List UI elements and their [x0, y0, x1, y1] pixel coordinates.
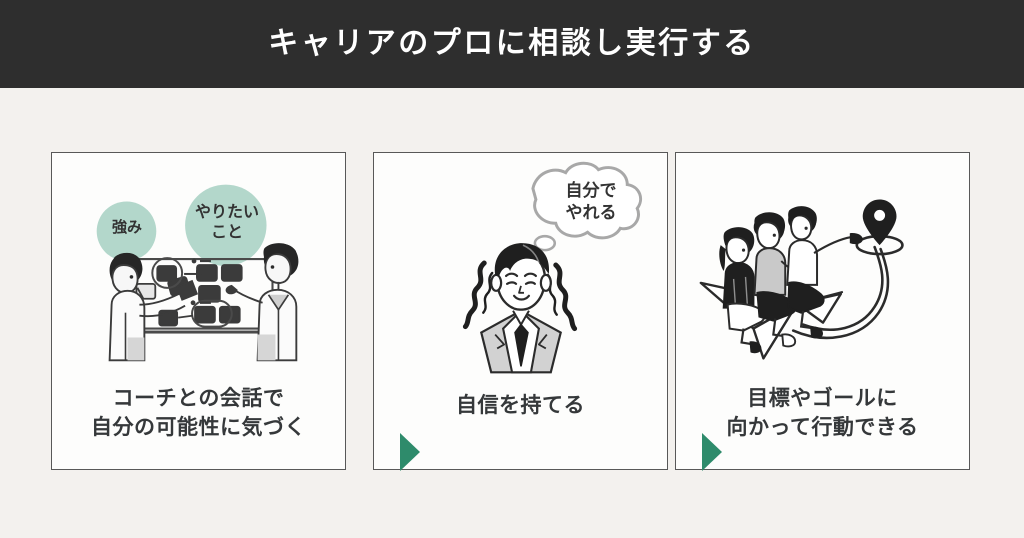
arrow-card2-to-card3	[702, 433, 722, 471]
page-title: キャリアのプロに相談し実行する	[268, 27, 756, 60]
map-pin-icon	[862, 199, 897, 246]
caption-line-1: 自信を持てる	[456, 394, 585, 418]
card-caption-action: 目標やゴールに 向かって行動できる	[676, 385, 969, 443]
card-caption-confidence: 自信を持てる	[374, 392, 667, 421]
card-conversation[interactable]: 強み やりたい こと コーチとの会話で 自分の可能性に気づく	[51, 152, 346, 470]
arrow-right-icon	[400, 433, 420, 471]
bubble-want-circle	[185, 184, 267, 267]
header-band: キャリアのプロに相談し実行する	[0, 0, 1024, 88]
bubble-strength-circle	[96, 201, 157, 262]
caption-line-2: 向かって行動できる	[726, 416, 919, 440]
card-caption-conversation: コーチとの会話で 自分の可能性に気づく	[52, 385, 345, 443]
caption-line-2: 自分の可能性に気づく	[91, 416, 306, 440]
arrow-right-icon	[702, 433, 722, 471]
confident-person-illustration	[374, 153, 667, 381]
arrow-card1-to-card2	[400, 433, 420, 471]
thought-bubble-shape	[519, 161, 643, 263]
card-action[interactable]: 目標やゴールに 向かって行動できる	[675, 152, 970, 470]
caption-line-1: コーチとの会話で	[112, 387, 285, 411]
caption-line-1: 目標やゴールに	[747, 387, 898, 411]
paper-airplane-team-goal-illustration	[676, 153, 969, 381]
cards-row: 強み やりたい こと コーチとの会話で 自分の可能性に気づく	[51, 152, 970, 472]
two-people-whiteboard-illustration	[52, 153, 345, 381]
card-confidence[interactable]: 自分で やれる 自信を持てる	[373, 152, 668, 470]
